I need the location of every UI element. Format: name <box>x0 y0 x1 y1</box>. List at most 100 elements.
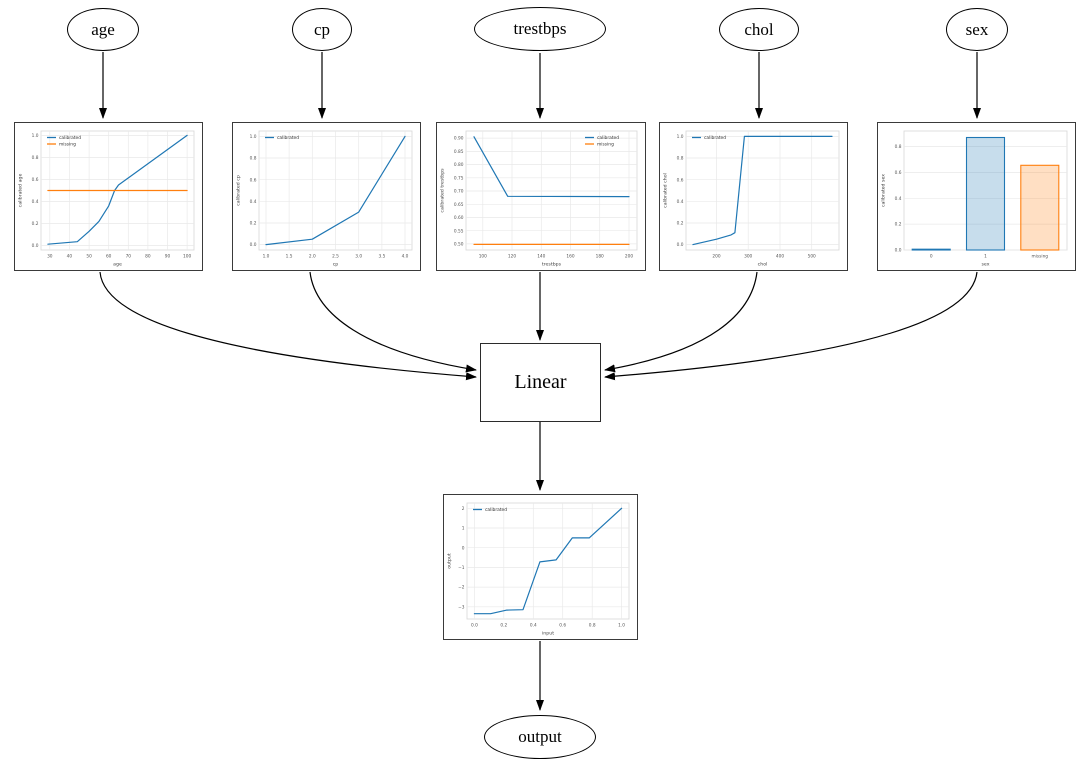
input-node-cp: cp <box>292 8 352 51</box>
svg-text:0.2: 0.2 <box>32 221 39 227</box>
svg-text:0.2: 0.2 <box>895 222 902 228</box>
svg-text:calibrated chol: calibrated chol <box>663 173 669 208</box>
svg-text:0.4: 0.4 <box>895 196 902 202</box>
svg-text:4.0: 4.0 <box>402 254 409 260</box>
svg-text:70: 70 <box>126 254 132 260</box>
svg-text:trestbps: trestbps <box>542 262 562 268</box>
input-node-trestbps: trestbps <box>474 7 606 51</box>
output-node-label: output <box>518 727 562 746</box>
edge-age-calibrator-to-linear <box>99 271 477 381</box>
svg-text:0.50: 0.50 <box>454 242 464 248</box>
svg-text:0.4: 0.4 <box>250 199 257 205</box>
svg-text:1.5: 1.5 <box>286 254 293 260</box>
svg-text:500: 500 <box>808 254 816 260</box>
svg-text:0.60: 0.60 <box>454 215 464 221</box>
edge-cp-calibrator-to-linear <box>309 271 477 373</box>
svg-text:1.0: 1.0 <box>677 134 684 140</box>
svg-text:400: 400 <box>776 254 784 260</box>
svg-text:140: 140 <box>537 254 545 260</box>
svg-text:3.5: 3.5 <box>378 254 385 260</box>
svg-text:−1: −1 <box>458 565 465 571</box>
svg-text:0.90: 0.90 <box>454 136 464 142</box>
svg-text:0.0: 0.0 <box>250 242 257 248</box>
svg-text:0.8: 0.8 <box>895 144 902 150</box>
linear-node: Linear <box>480 343 601 422</box>
input-node-sex: sex <box>946 8 1008 51</box>
svg-text:0.4: 0.4 <box>530 623 537 629</box>
svg-text:calibrated trestbps: calibrated trestbps <box>440 168 446 213</box>
svg-text:0.6: 0.6 <box>250 177 257 183</box>
input-node-age-label: age <box>91 19 115 39</box>
input-node-chol: chol <box>719 8 799 51</box>
svg-text:0.2: 0.2 <box>677 221 684 227</box>
svg-text:missing: missing <box>1032 254 1049 260</box>
svg-text:cp: cp <box>333 263 339 268</box>
svg-text:0.0: 0.0 <box>32 243 39 249</box>
svg-text:calibrated: calibrated <box>277 135 299 141</box>
svg-text:0.0: 0.0 <box>471 623 478 629</box>
svg-text:300: 300 <box>744 254 752 260</box>
svg-text:3.0: 3.0 <box>355 254 362 260</box>
svg-text:output: output <box>447 553 453 569</box>
svg-text:50: 50 <box>86 254 92 260</box>
linear-node-label: Linear <box>514 371 567 393</box>
svg-text:200: 200 <box>712 254 720 260</box>
svg-text:80: 80 <box>145 254 151 260</box>
svg-text:input: input <box>542 631 554 637</box>
svg-text:calibrated: calibrated <box>704 135 726 141</box>
svg-text:40: 40 <box>67 254 73 260</box>
svg-text:chol: chol <box>758 262 768 268</box>
svg-text:2.0: 2.0 <box>309 254 316 260</box>
svg-text:2.5: 2.5 <box>332 254 339 260</box>
svg-text:1.0: 1.0 <box>618 623 625 629</box>
svg-text:0: 0 <box>930 254 933 260</box>
svg-text:0.4: 0.4 <box>677 199 684 205</box>
svg-text:0.75: 0.75 <box>454 175 464 181</box>
svg-text:1: 1 <box>462 526 465 532</box>
svg-text:1.0: 1.0 <box>32 133 39 139</box>
svg-text:100: 100 <box>183 254 191 260</box>
svg-text:120: 120 <box>508 254 516 260</box>
svg-text:calibrated cp: calibrated cp <box>236 175 242 206</box>
svg-text:0.6: 0.6 <box>32 177 39 183</box>
svg-text:30: 30 <box>47 254 53 260</box>
svg-text:0.70: 0.70 <box>454 189 464 195</box>
input-node-cp-label: cp <box>313 19 331 39</box>
svg-text:missing: missing <box>59 142 76 148</box>
output-node: output <box>484 715 596 759</box>
svg-text:90: 90 <box>165 254 171 260</box>
svg-text:0.4: 0.4 <box>32 199 39 205</box>
svg-text:200: 200 <box>625 254 633 260</box>
svg-text:calibrated sex: calibrated sex <box>881 174 887 207</box>
svg-text:0.2: 0.2 <box>500 623 507 629</box>
svg-text:0.8: 0.8 <box>250 156 257 162</box>
svg-text:0.6: 0.6 <box>895 170 902 176</box>
svg-text:0.8: 0.8 <box>677 156 684 162</box>
svg-text:2: 2 <box>462 506 465 512</box>
svg-text:0.85: 0.85 <box>454 149 464 155</box>
svg-text:sex: sex <box>981 263 989 268</box>
svg-text:60: 60 <box>106 254 112 260</box>
svg-text:calibrated: calibrated <box>597 135 619 141</box>
svg-text:1.0: 1.0 <box>263 254 270 260</box>
svg-text:−3: −3 <box>458 604 465 610</box>
svg-text:0.6: 0.6 <box>677 177 684 183</box>
svg-text:0.8: 0.8 <box>589 623 596 629</box>
svg-text:0.2: 0.2 <box>250 221 257 227</box>
svg-text:160: 160 <box>566 254 574 260</box>
svg-text:0.6: 0.6 <box>559 623 566 629</box>
svg-text:age: age <box>113 263 122 268</box>
svg-text:missing: missing <box>597 142 614 148</box>
